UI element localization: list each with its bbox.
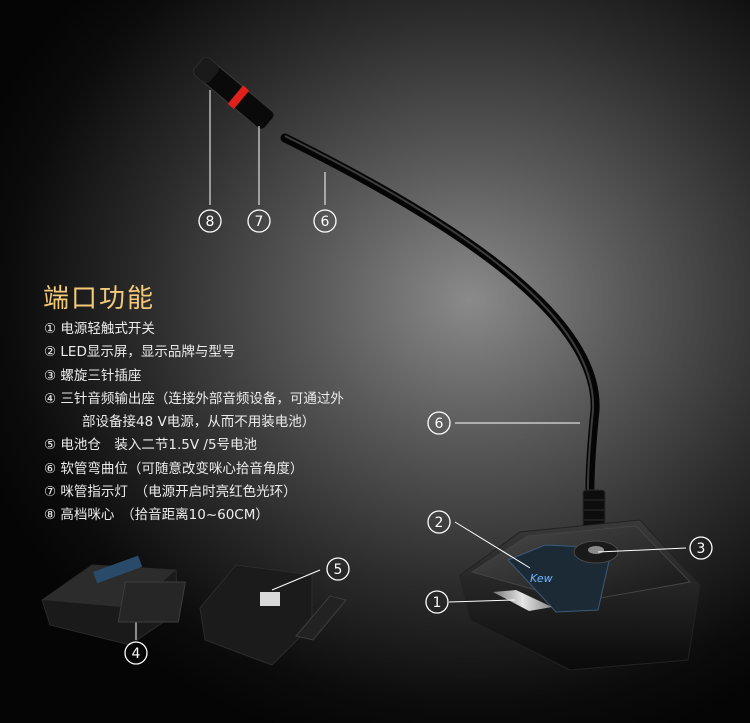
callout-number-1: 1 [433,595,442,611]
gooseneck-microphone [193,56,606,551]
callout-number-6-mid: 6 [435,416,444,432]
feature-item: ① 电源轻触式开关 [44,318,404,341]
callout-number-2: 2 [435,515,444,531]
indicator-ring [227,85,250,109]
callout-circle-7 [247,209,271,233]
feature-list: ① 电源轻触式开关 ② LED显示屏，显示品牌与型号 ③ 螺旋三针插座 ④ 三针… [44,318,404,528]
feature-item: ⑤ 电池仓 装入二节1.5V /5号电池 [44,434,404,457]
callout-circle-5 [326,557,350,581]
feature-text: ⑥ 软管弯曲位（可随意改变咪心拾音角度） [44,460,304,477]
feature-item: ⑧ 高档咪心 （拾音距离10~60CM） [44,504,404,527]
desk-base: Kew [459,519,701,671]
callout-circle-8 [198,209,222,233]
callout-number-3: 3 [697,541,706,557]
callout-number-8: 8 [206,214,215,230]
feature-text: ③ 螺旋三针插座 [44,367,142,384]
callout-circle-6-top [313,209,337,233]
battery-bay-inset [117,564,347,666]
feature-item: ⑦ 咪管指示灯 （电源开启时亮红色光环） [44,481,404,504]
callout-number-5: 5 [334,562,343,578]
feature-item: ③ 螺旋三针插座 [44,365,404,388]
feature-item: ⑥ 软管弯曲位（可随意改变咪心拾音角度） [44,458,404,481]
feature-text: ② LED显示屏，显示品牌与型号 [44,344,236,361]
feature-item: ② LED显示屏，显示品牌与型号 [44,341,404,364]
feature-text: ⑤ 电池仓 装入二节1.5V /5号电池 [44,437,258,454]
callout-circle-3 [689,536,713,560]
callout-number-7: 7 [255,214,264,230]
callout-number-4: 4 [132,646,141,662]
base-brand-logo: Kew [530,572,553,585]
callout-circle-6-mid [427,411,451,435]
feature-text: ⑧ 高档咪心 （拾音距离10~60CM） [44,507,269,524]
callout-number-6-top: 6 [321,214,330,230]
callout-circle-1 [425,590,449,614]
feature-text: ④ 三针音频输出座（连接外部音频设备，可通过外 [44,390,344,407]
feature-text-continued: 部设备接48 V电源，从而不用装电池） [82,414,316,431]
feature-text: ① 电源轻触式开关 [44,321,155,337]
feature-text: ⑦ 咪管指示灯 （电源开启时亮红色光环） [44,484,297,501]
power-touch-button [493,590,552,611]
callout-circle-4 [124,641,148,665]
section-title: 端口功能 [43,284,156,314]
callout-circle-2 [427,510,451,534]
feature-item: ④ 三针音频输出座（连接外部音频设备，可通过外部设备接48 V电源，从而不用装电… [44,388,404,435]
